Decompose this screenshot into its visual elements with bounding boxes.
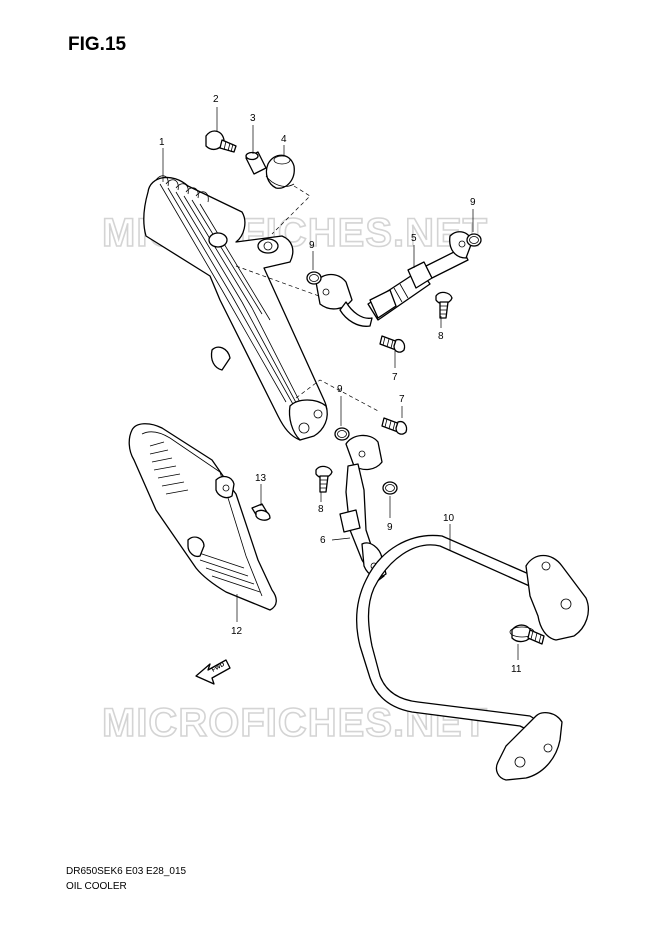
o-ring-part-9-b: [306, 271, 322, 285]
upper-hose-part-5: [315, 231, 473, 327]
callout-7-lower: 7: [399, 394, 405, 405]
o-ring-part-9-a: [466, 233, 482, 247]
figure-title: FIG.15: [68, 34, 127, 55]
callout-9-b: 9: [309, 240, 315, 251]
callout-9-d: 9: [387, 522, 393, 533]
callout-9-a: 9: [470, 197, 476, 208]
grille-cover-part-12: [128, 423, 277, 611]
leader-lines: [162, 107, 519, 660]
document-code: DR650SEK6 E03 E28_015: [66, 866, 187, 877]
callout-5: 5: [411, 233, 417, 244]
bolt-part-7-lower: [381, 417, 408, 435]
collar-part-3: [245, 151, 267, 175]
callout-1: 1: [159, 137, 165, 148]
callout-9-c: 9: [337, 384, 343, 395]
oil-cooler-core: [143, 175, 328, 441]
callout-8-upper: 8: [438, 331, 444, 342]
bolt-part-2: [205, 130, 237, 153]
callout-12: 12: [231, 626, 243, 637]
o-ring-part-9-d: [382, 481, 398, 495]
grommet-part-4: [265, 154, 295, 189]
o-ring-part-9-c: [334, 427, 350, 441]
callout-3: 3: [250, 113, 256, 124]
document-name: OIL COOLER: [66, 881, 127, 892]
callout-6: 6: [320, 535, 326, 546]
flange-bolt-part-11: [509, 624, 545, 645]
callout-2: 2: [213, 94, 219, 105]
callout-7-upper: 7: [392, 372, 398, 383]
callout-8-lower: 8: [318, 504, 324, 515]
guard-bracket-part-10: [356, 534, 589, 781]
screw-part-13: [251, 503, 271, 521]
lower-hose-part-6: [339, 434, 387, 583]
callout-10: 10: [443, 513, 455, 524]
forward-direction-arrow: FWD: [195, 659, 231, 685]
callout-11: 11: [511, 664, 522, 675]
callout-13: 13: [255, 473, 267, 484]
bolt-part-7-upper: [379, 335, 406, 353]
bolt-part-8-lower: [315, 465, 333, 493]
callout-4: 4: [281, 134, 287, 145]
bolt-part-8-upper: [435, 291, 453, 319]
